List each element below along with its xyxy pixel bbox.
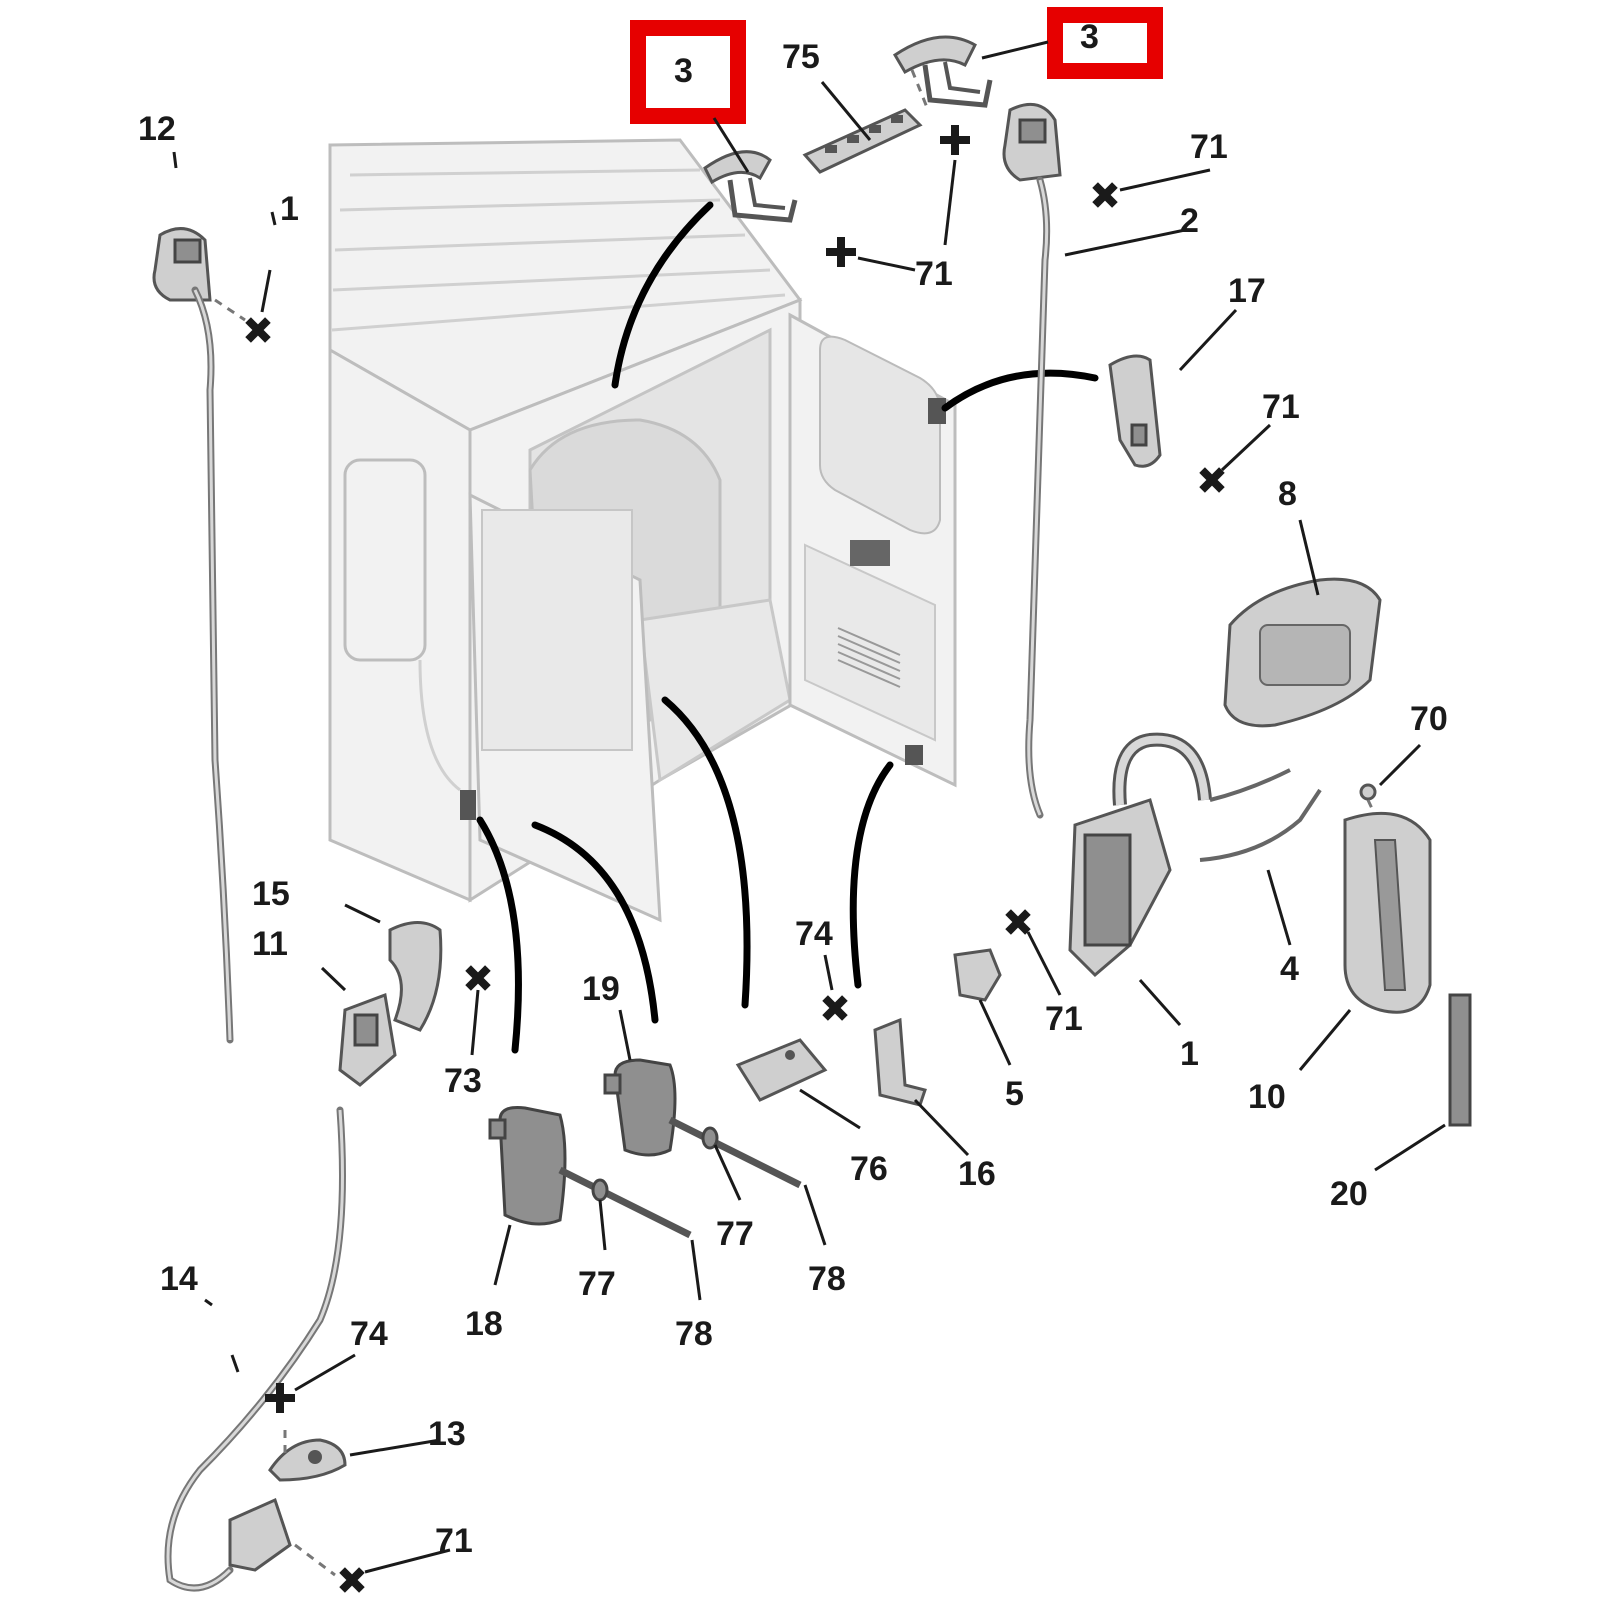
- callout-75: 75: [782, 38, 820, 76]
- callout-77-right: 77: [716, 1215, 754, 1253]
- part-17-striker: [1108, 354, 1162, 468]
- highlight-box-3-left: [630, 20, 746, 124]
- part-14-lower-cable: [164, 1106, 346, 1592]
- callout-10: 10: [1248, 1078, 1286, 1116]
- part-19-door-stop: [603, 1058, 802, 1189]
- callout-4: 4: [1280, 950, 1299, 988]
- part-lower-latch: [228, 1497, 336, 1577]
- connector-curves: [476, 201, 1099, 1054]
- callout-1: 1: [1180, 1035, 1199, 1073]
- part-3-right-hinge: [892, 35, 993, 111]
- callout-3-left: 3: [674, 52, 693, 90]
- callout-2: 2: [1180, 202, 1199, 240]
- leader-lines: [172, 40, 1446, 1574]
- callout-13: 13: [428, 1415, 466, 1453]
- callout-73: 73: [444, 1062, 482, 1100]
- callout-78-left: 78: [675, 1315, 713, 1353]
- callout-15: 15: [252, 875, 290, 913]
- part-3-left-hinge: [703, 150, 798, 223]
- highlight-boxes: [630, 7, 1163, 124]
- part-13-cap: [268, 1430, 347, 1482]
- plus-marker: [265, 1383, 295, 1413]
- part-20-seal-strip: [1448, 993, 1472, 1127]
- van-body: [328, 138, 957, 923]
- part-18-door-stop: [488, 1106, 692, 1239]
- callout-19: 19: [582, 970, 620, 1008]
- cross-marker: [1092, 182, 1118, 208]
- callout-71-right: 71: [1262, 388, 1300, 426]
- callout-77-left: 77: [578, 1265, 616, 1303]
- callout-16: 16: [958, 1155, 996, 1193]
- part-5-bracket: [953, 948, 1002, 1002]
- callout-70: 70: [1410, 700, 1448, 738]
- cross-marker: [339, 1567, 365, 1593]
- part-4-rod: [1199, 788, 1322, 862]
- part-1-lock-mechanism: [1068, 732, 1291, 978]
- part-10-door-handle: [1343, 811, 1432, 1014]
- part-75-strip: [802, 108, 923, 174]
- part-76-plate: [735, 1038, 828, 1102]
- plus-marker: [826, 237, 856, 267]
- part-8-handle-housing: [1223, 577, 1382, 728]
- callout-71-top-middle: 71: [915, 255, 953, 293]
- callout-71-bottom: 71: [435, 1522, 473, 1560]
- callout-74-middle: 74: [795, 915, 833, 953]
- part-70-clip: [1359, 783, 1377, 816]
- callout-1-upper-left: 1: [280, 190, 299, 228]
- plus-marker: [940, 125, 970, 155]
- part-16-bracket: [873, 1017, 927, 1107]
- callout-18: 18: [465, 1305, 503, 1343]
- part-12-upper-lock-cable: [152, 227, 246, 1044]
- cross-marker: [465, 965, 491, 991]
- callout-labels: 3 3 75 12 1 71 71 2 17 71 8 70 4 1 10 20…: [138, 18, 1448, 1560]
- callout-71-top-right: 71: [1190, 128, 1228, 166]
- callout-71-lower-right: 71: [1045, 1000, 1083, 1038]
- cross-marker: [822, 995, 848, 1021]
- fastener-markers: [245, 125, 1225, 1593]
- part-15-pad: [388, 921, 443, 1032]
- callout-12: 12: [138, 110, 176, 148]
- callout-8: 8: [1278, 475, 1297, 513]
- callout-3-right: 3: [1080, 18, 1099, 56]
- callout-78-right: 78: [808, 1260, 846, 1298]
- highlight-box-3-right: [1047, 7, 1163, 79]
- cross-marker: [1199, 467, 1225, 493]
- callout-74-lower: 74: [350, 1315, 388, 1353]
- callout-20: 20: [1330, 1175, 1368, 1213]
- part-11-lower-lock: [338, 992, 397, 1087]
- part-2-upper-lock-rod: [1002, 102, 1062, 819]
- cross-marker: [1005, 909, 1031, 935]
- callout-17: 17: [1228, 272, 1266, 310]
- callout-11: 11: [252, 925, 288, 963]
- callout-14: 14: [160, 1260, 198, 1298]
- callout-5: 5: [1005, 1075, 1024, 1113]
- callout-76: 76: [850, 1150, 888, 1188]
- cross-marker: [245, 317, 271, 343]
